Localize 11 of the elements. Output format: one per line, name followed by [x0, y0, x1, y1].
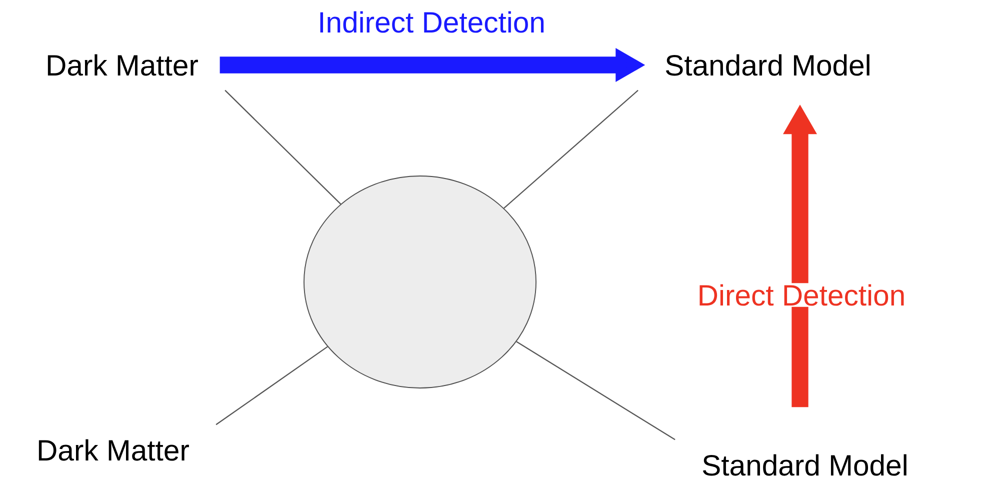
particle-label: Standard Model	[702, 454, 906, 476]
line	[224, 90, 342, 204]
particle-label: Standard Model	[666, 54, 870, 76]
particle-label: Dark Matter	[48, 54, 198, 76]
line	[516, 341, 676, 440]
line	[504, 90, 638, 209]
interaction-circle	[304, 176, 536, 388]
edge-label: Direct Detection	[696, 283, 907, 307]
edge-label: Indirect Detection	[316, 10, 547, 34]
particle-label: Dark Matter	[38, 439, 189, 461]
line	[216, 346, 328, 426]
